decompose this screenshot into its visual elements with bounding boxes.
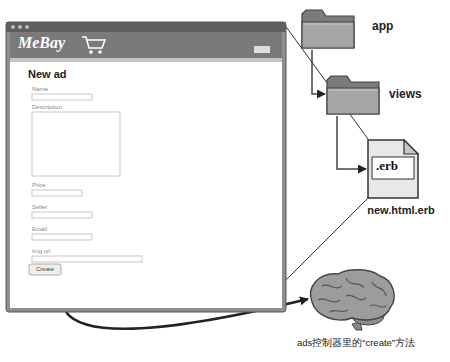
button-label: Create xyxy=(29,266,61,273)
brain-icon-part xyxy=(318,278,386,312)
browser-window-shape-part xyxy=(98,50,102,54)
browser-window-shape-part xyxy=(254,46,270,53)
form-label: Email xyxy=(32,226,47,233)
folder-icon-part xyxy=(302,10,354,48)
browser-window-shape-part xyxy=(89,50,93,54)
folder-node: app xyxy=(300,4,410,52)
folder-icon-part xyxy=(329,90,377,91)
browser-window-shape-part xyxy=(32,190,82,196)
browser-window-shape-part xyxy=(32,234,92,240)
browser-window-shape-part xyxy=(32,256,142,262)
browser-window-shape-part xyxy=(11,25,15,29)
form-label: Img url xyxy=(32,248,50,255)
browser-window-shape-part xyxy=(10,32,282,308)
browser-window-shape-part xyxy=(32,112,120,176)
browser-window-shape-part xyxy=(25,25,29,29)
folder-icon-part xyxy=(327,88,379,114)
file-node: .erb new.html.erb xyxy=(358,138,444,222)
browser-window-shape-part xyxy=(10,58,282,62)
folder-arrow xyxy=(337,116,366,169)
folder-icon-part xyxy=(302,22,354,48)
file-extension: .erb xyxy=(376,159,398,174)
form-label: Seller xyxy=(32,204,47,211)
brain-icon-part xyxy=(311,270,394,320)
page-heading: New ad xyxy=(28,68,67,81)
folder-icon-part xyxy=(327,76,379,114)
brain-icon xyxy=(306,268,396,330)
browser-window-shape-part xyxy=(32,212,92,218)
folder-icon xyxy=(325,72,381,116)
method-caption: ads控制器里的“create”方法 xyxy=(266,338,446,349)
folder-icon xyxy=(300,6,356,50)
brain-node: ads控制器里的“create”方法 xyxy=(266,268,446,358)
browser-window-shape-part xyxy=(6,22,286,32)
folder-icon-part xyxy=(304,24,352,25)
file-name: new.html.erb xyxy=(358,204,444,217)
browser-window-shape-part xyxy=(6,22,286,312)
form-label: Description xyxy=(32,104,62,111)
file-icon-part xyxy=(404,140,418,154)
browser-window-shape-part xyxy=(29,264,61,275)
site-logo: MeBay xyxy=(18,34,65,52)
folder-node: views xyxy=(325,72,435,120)
browser-window-shape-part xyxy=(82,37,105,48)
form-label: Price xyxy=(32,182,46,189)
form-label: Name xyxy=(32,86,48,93)
browser-window-shape-part xyxy=(18,25,22,29)
file-icon-part xyxy=(372,157,414,179)
file-icon-part xyxy=(368,140,418,198)
folder-name: app xyxy=(372,20,393,34)
browser-window-shape-part xyxy=(10,32,282,58)
browser-window-shape-part xyxy=(32,94,92,100)
folder-name: views xyxy=(389,88,422,102)
